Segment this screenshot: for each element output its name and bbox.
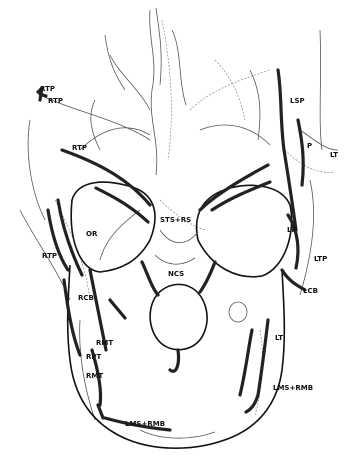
label-rpt: RPT [86,353,102,361]
nasal-region [150,230,247,350]
label-ltp: LTP [314,255,327,263]
label-rtp-mid: RTP [72,144,87,152]
label-rtp-upper-1: RTP [40,85,55,93]
vessel-labels: RTP RTP LSP RTP P LT STS+RS OR RTP LP LT… [40,85,338,428]
label-rcb: RCB [78,294,94,302]
label-stc-rs: STS+RS [160,216,191,224]
label-lsp: LSP [290,97,305,105]
label-lp: LP [287,226,297,234]
label-lcb: LCB [303,287,318,295]
label-rtp-left: RTP [42,252,57,260]
orbits [71,182,291,277]
label-rmt: RMT [96,339,113,347]
label-lt-small: LT [330,151,338,159]
label-p: P [307,142,312,150]
label-or: OR [86,230,98,238]
label-lms-rmb-right: LMS+RMB [273,384,313,392]
label-lt: LT [275,334,283,342]
label-rmt-low: RMT [86,372,103,380]
label-lms-rmb-bottom: LMS+RMB [125,420,165,428]
bold-arteries [38,70,305,430]
label-rtp-upper-2: RTP [48,97,63,105]
label-ncs: NCS [168,270,184,278]
